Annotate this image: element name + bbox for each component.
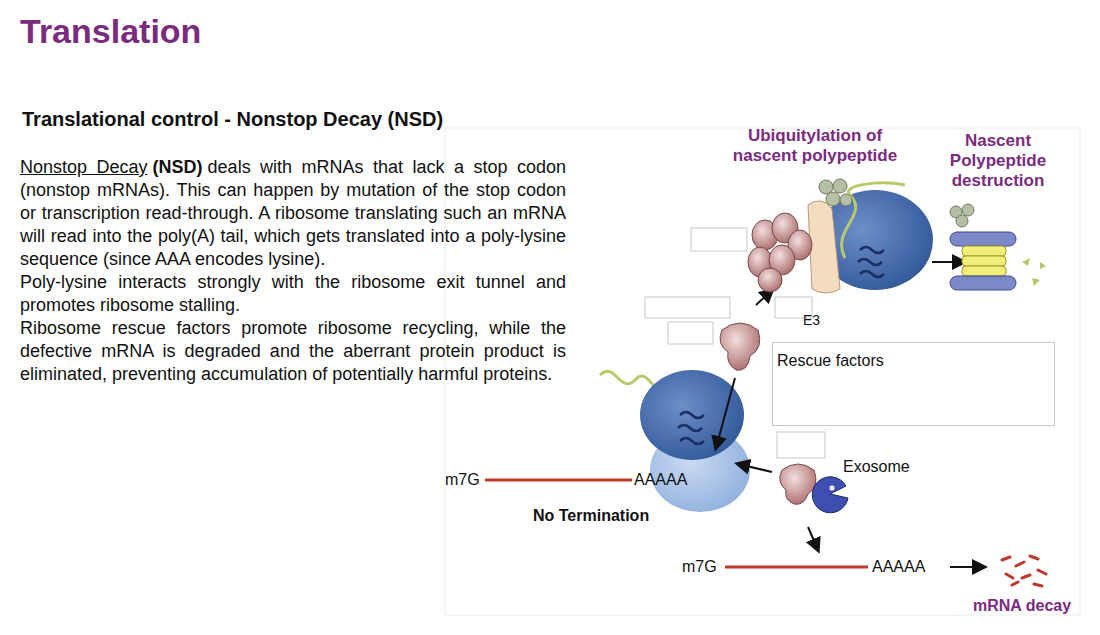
cap-label: m7G: [682, 557, 717, 576]
label-box: Rescue factors: [772, 342, 1055, 426]
large-subunit: [640, 370, 744, 460]
polya-label: AAAAA: [634, 470, 687, 489]
text-block: Nonstop Decay(NSD)deals with mRNAs that …: [20, 156, 566, 386]
cap-label: m7G: [445, 470, 480, 489]
factor-label: Exosome: [843, 457, 910, 476]
exosome-symbol: [812, 477, 848, 513]
e3-complex: [748, 213, 812, 292]
factor-label: E3: [803, 312, 820, 329]
term: Nonstop Decay: [20, 157, 148, 177]
mrna-line: [485, 479, 632, 482]
rescue-factor-beige: [808, 201, 840, 293]
abbreviation: (NSD): [153, 157, 203, 177]
ubiquitin-chain: [819, 179, 852, 206]
step-heading: Ubiquitylation of nascent polypeptide: [722, 126, 908, 166]
paragraph: Nonstop Decay(NSD)deals with mRNAs that …: [20, 156, 566, 271]
proteasome: [950, 232, 1016, 290]
polya-label: AAAAA: [872, 557, 925, 576]
paragraph: Poly-lysine interacts strongly with the …: [20, 271, 566, 317]
rescue-factor: [720, 323, 760, 370]
step-heading: Nascent Polypeptide destruction: [936, 131, 1060, 191]
state-label: No Termination: [533, 506, 649, 525]
slide-title: Translation: [20, 12, 201, 51]
nascent-chain: [600, 371, 662, 387]
section-heading: Translational control - Nonstop Decay (N…: [22, 108, 443, 131]
step-heading: mRNA decay: [973, 596, 1071, 615]
paragraph: Ribosome rescue factors promote ribosome…: [20, 317, 566, 386]
mrna-fragments: [1002, 556, 1046, 586]
box-label: Rescue factors: [777, 351, 884, 371]
